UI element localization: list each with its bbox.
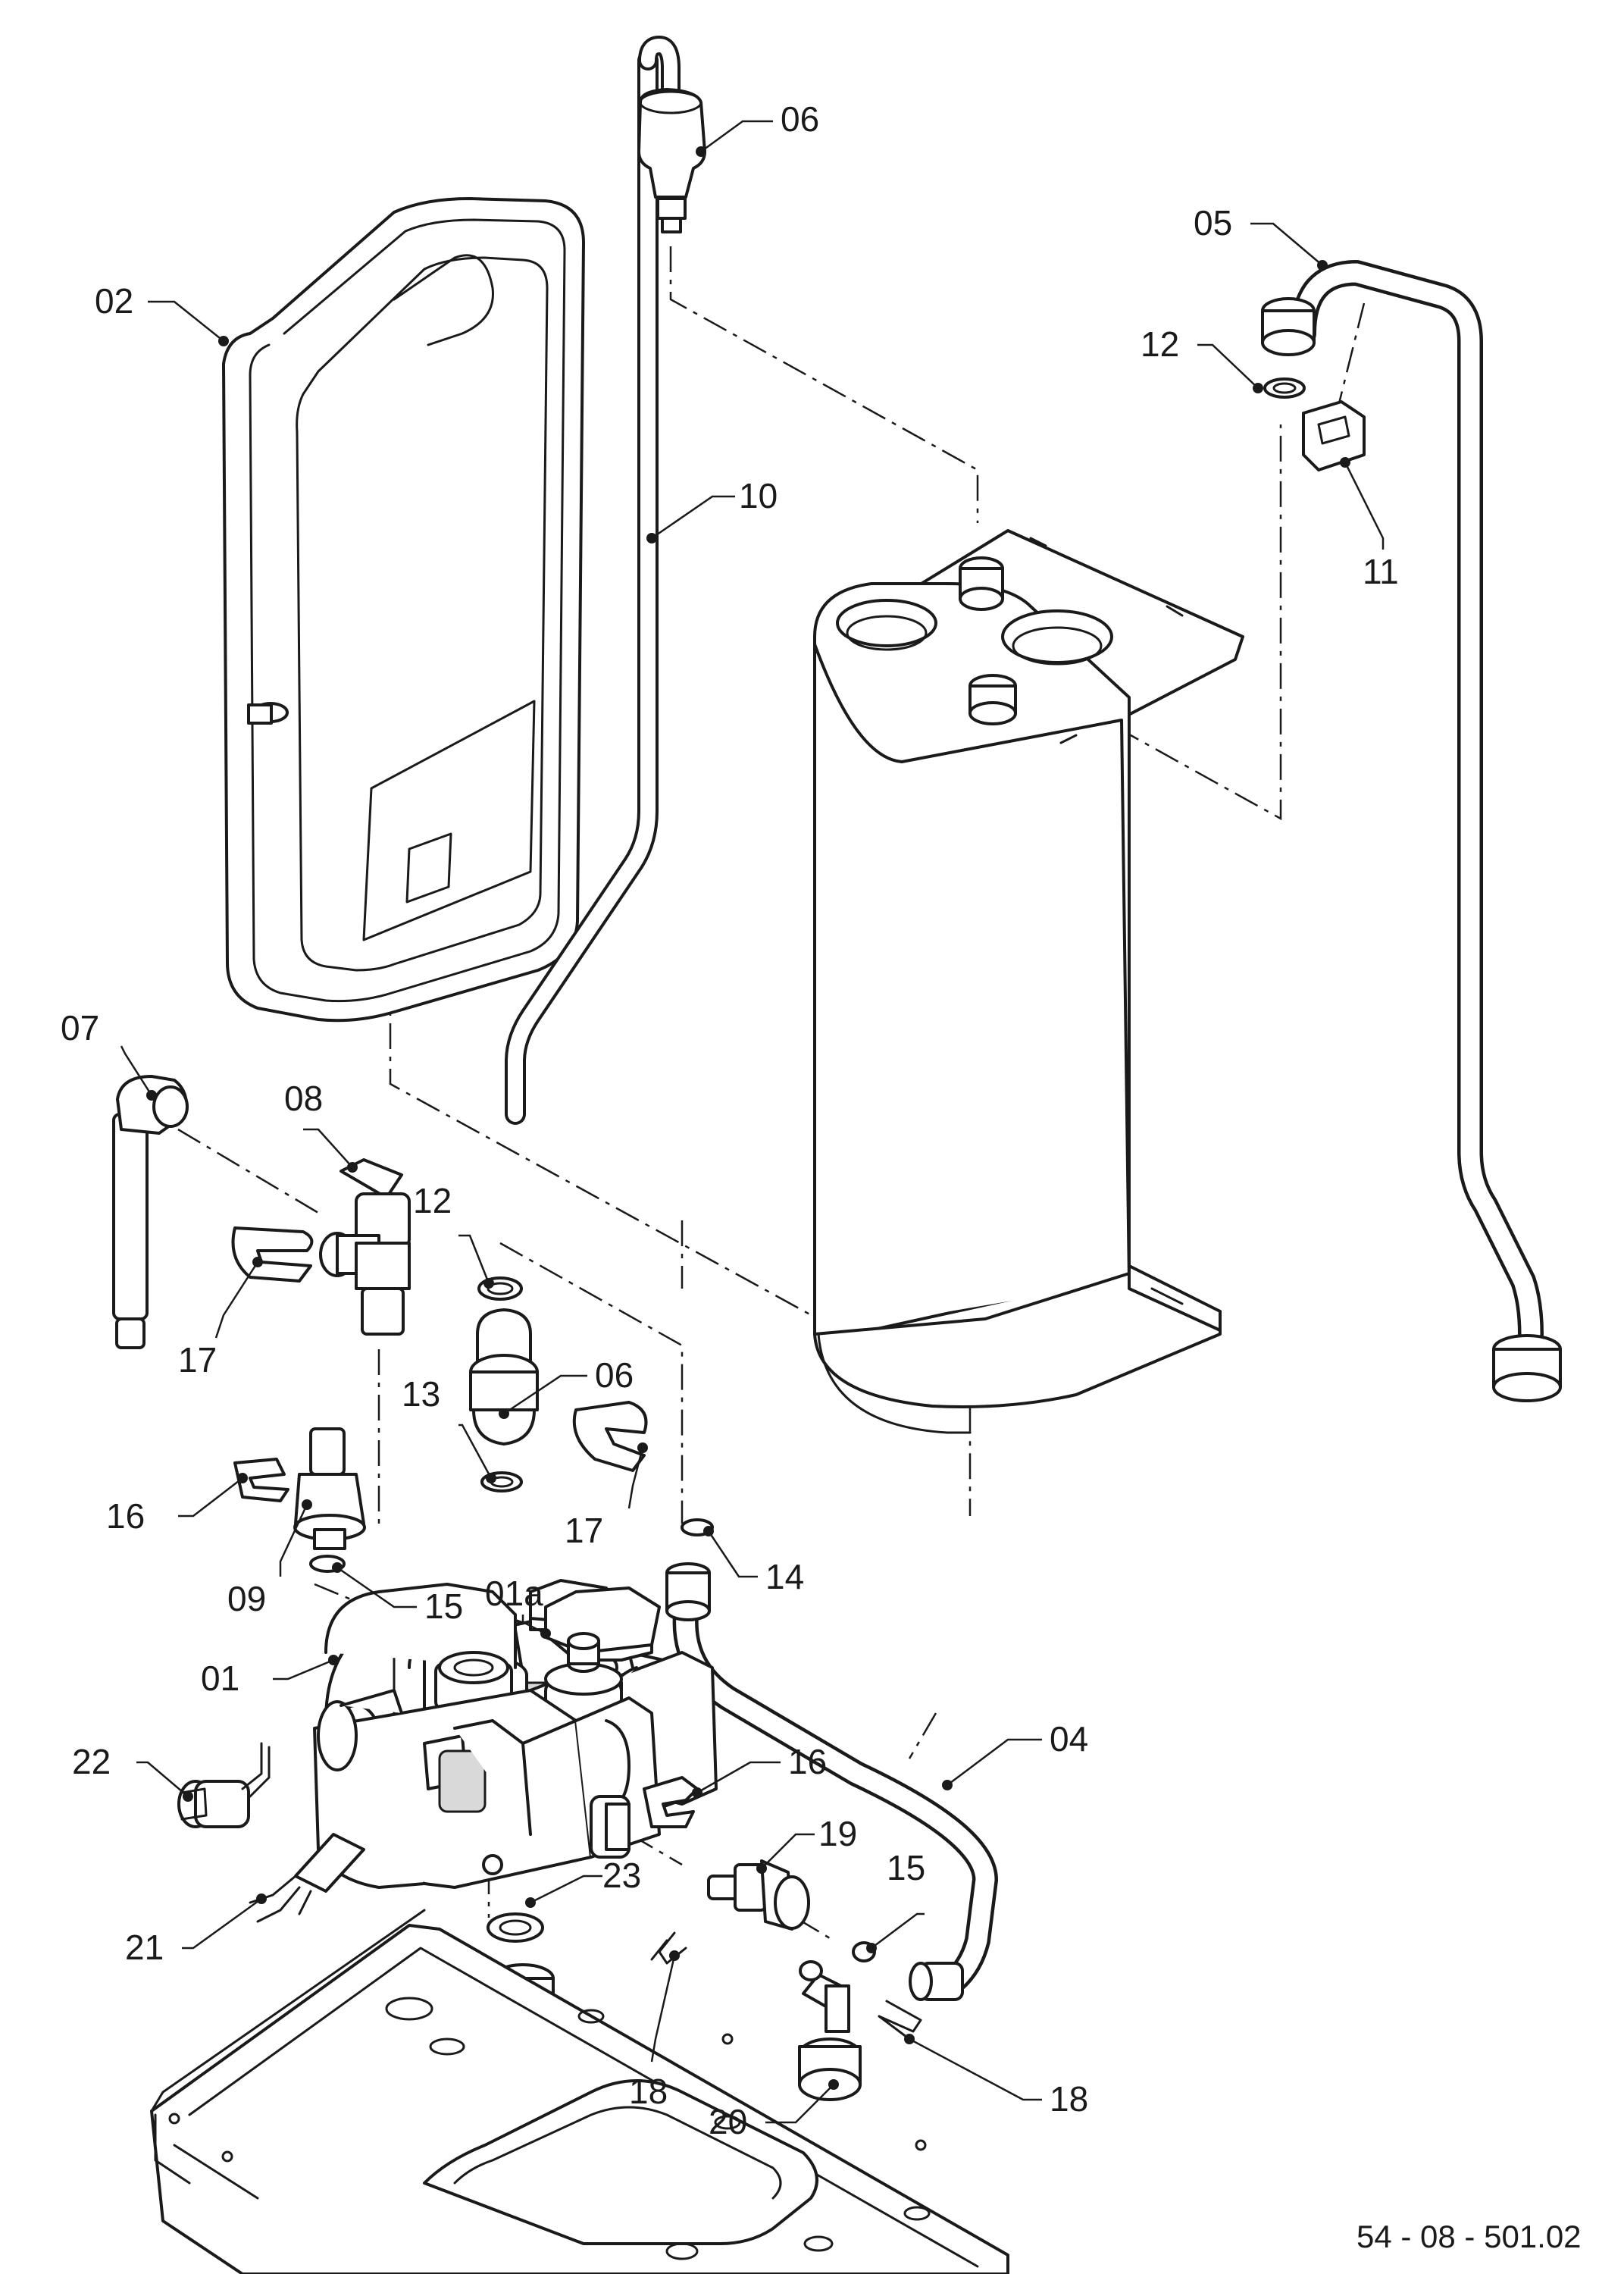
callout-labels: 06 05 02 12 11 10 07 08 12 17 06 13 17 1… [61,99,1582,2254]
label-11: 11 [1363,552,1399,591]
drain-fitting [798,1960,862,2101]
heat-exchanger-cylinder [813,529,1244,1434]
label-18-right: 18 [1050,2079,1088,2119]
label-14: 14 [765,1557,804,1596]
retaining-clip-left [231,1226,314,1283]
retaining-clip-small [233,1458,289,1502]
label-18-left: 18 [629,2072,668,2111]
label-09: 09 [227,1579,266,1618]
drawing-reference-code: 54 - 08 - 501.02 [1356,2219,1582,2254]
label-20: 20 [709,2102,747,2141]
pressure-relief-valve [707,1859,810,1931]
spring-clip-right [878,2000,922,2041]
label-17-left: 17 [178,1340,217,1380]
label-05: 04 [1050,1719,1088,1759]
label-06: 06 [595,1355,634,1395]
chassis-base-plate [150,1909,1009,2274]
leader-lines [120,120,1385,2124]
spring-clip-left [650,1931,687,1965]
label-23: 23 [602,1856,641,1895]
label-01: 01 [201,1659,239,1698]
seal-ring-top [1263,377,1306,399]
label-04: 05 [1194,203,1232,243]
label-01a: 01a [485,1574,543,1613]
label-17-center: 17 [565,1511,603,1550]
label-07: 07 [61,1008,99,1048]
pipe-fitting [469,1308,539,1446]
label-13: 13 [402,1374,440,1414]
connecting-pipe [505,35,681,1125]
label-03: 06 [781,99,819,139]
label-08: 08 [284,1079,323,1118]
label-19: 19 [818,1814,857,1853]
callout-dots [146,146,1350,2090]
pump-electrical-lead [249,1833,365,1923]
retaining-clip-center [572,1401,648,1472]
cable-connector [177,1742,271,1828]
label-12-top: 12 [1141,324,1179,364]
label-02: 02 [95,281,133,321]
label-16-right: 16 [788,1742,827,1781]
label-15-left: 15 [424,1586,463,1626]
expansion-vessel [222,197,585,1023]
label-22: 22 [72,1742,111,1781]
label-15-right: 15 [887,1848,925,1887]
label-21: 21 [125,1928,164,1967]
pump-side-outlet [590,1795,631,1859]
pipe-clip [1302,400,1366,471]
valve-tap [319,1158,411,1336]
seal-ring-23 [487,1912,544,1943]
label-10: 10 [739,476,778,515]
automatic-air-vent [637,88,706,233]
pipe-elbow [112,1075,189,1349]
flow-pipe [1261,260,1562,1402]
pressure-sensor [293,1427,366,1550]
label-16-left: 16 [106,1496,145,1536]
label-12-middle: 12 [413,1181,452,1220]
retaining-clip-right [643,1776,699,1828]
